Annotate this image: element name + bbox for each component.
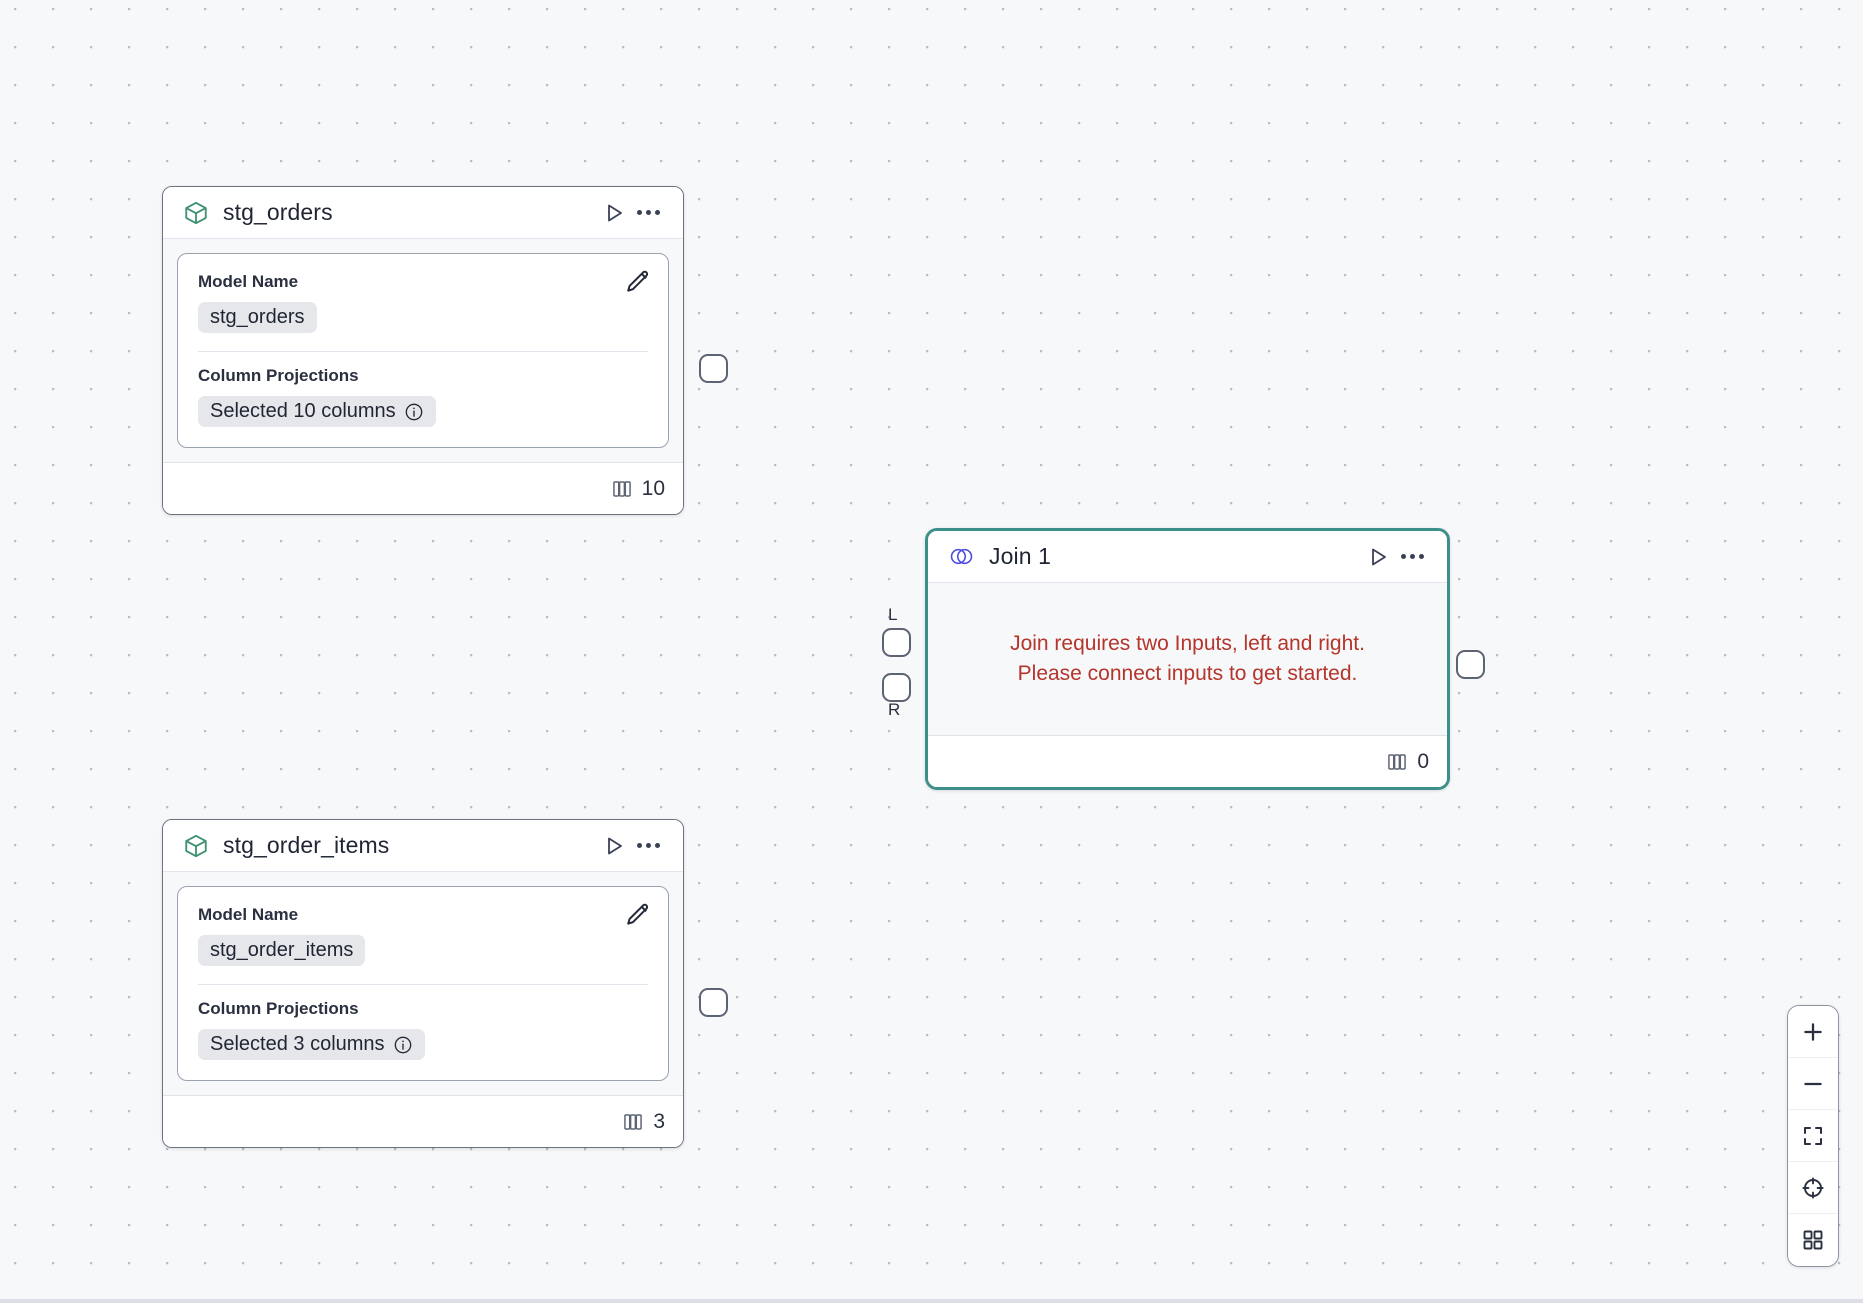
node-join-1[interactable]: Join 1 Join requires two Inputs, left an… (925, 528, 1450, 790)
column-projections-value: Selected 10 columns (210, 400, 396, 422)
node-footer: 0 (928, 735, 1447, 787)
info-icon (405, 403, 423, 420)
input-port-label-left: L (888, 605, 898, 624)
column-count: 3 (653, 1109, 665, 1133)
model-name-label: Model Name (198, 272, 299, 291)
input-port-right[interactable] (882, 673, 911, 702)
more-options-button[interactable] (631, 196, 665, 230)
ellipsis-icon (1400, 554, 1424, 559)
node-body: Model Name stg_orders Column Projections… (163, 239, 683, 462)
fit-view-button[interactable] (1788, 1110, 1838, 1162)
column-projections-chip[interactable]: Selected 3 columns (198, 1029, 425, 1060)
divider (198, 351, 648, 352)
node-title: Join 1 (989, 543, 1051, 569)
fit-view-icon (1804, 1126, 1822, 1145)
node-stg-orders[interactable]: stg_orders Model Name stg_o (162, 186, 684, 515)
node-header: stg_orders (163, 187, 683, 239)
model-config-card: Model Name stg_orders Column Projections… (177, 253, 669, 448)
zoom-out-button[interactable] (1788, 1058, 1838, 1110)
columns-icon (1388, 753, 1407, 770)
join-venn-icon (948, 543, 975, 570)
crosshair-icon (1802, 1176, 1824, 1199)
ellipsis-icon (636, 843, 660, 848)
edit-pencil-icon[interactable] (624, 268, 652, 296)
canvas-controls (1787, 1005, 1839, 1267)
cube-icon (183, 833, 209, 859)
info-icon (394, 1036, 411, 1053)
cube-icon (183, 200, 209, 226)
node-body: Model Name stg_order_items Column Projec… (163, 872, 683, 1095)
node-stg-order-items[interactable]: stg_order_items Model Name (162, 819, 684, 1148)
node-title: stg_orders (223, 199, 333, 225)
toggle-grid-button[interactable] (1788, 1214, 1838, 1266)
ellipsis-icon (636, 210, 660, 215)
model-name-chip[interactable]: stg_orders (198, 302, 317, 333)
edit-pencil-icon[interactable] (624, 901, 652, 929)
join-error-line-1: Join requires two Inputs, left and right… (1010, 631, 1365, 655)
run-button[interactable] (597, 196, 631, 230)
plus-icon (1804, 1022, 1822, 1041)
column-count: 0 (1417, 749, 1429, 773)
run-button[interactable] (597, 829, 631, 863)
input-port-label-right: R (888, 700, 901, 719)
column-count: 10 (641, 476, 665, 500)
model-name-chip[interactable]: stg_order_items (198, 935, 366, 966)
output-port-stg-order-items[interactable] (699, 988, 728, 1017)
node-footer: 3 (163, 1095, 683, 1147)
model-config-card: Model Name stg_order_items Column Projec… (177, 886, 669, 1081)
column-projections-chip[interactable]: Selected 10 columns (198, 396, 436, 427)
column-projections-label: Column Projections (198, 366, 359, 385)
model-name-label: Model Name (198, 905, 299, 924)
join-error-body: Join requires two Inputs, left and right… (928, 583, 1447, 735)
minus-icon (1804, 1082, 1822, 1085)
output-port-join-1[interactable] (1456, 650, 1485, 679)
input-port-left[interactable] (882, 628, 911, 657)
center-view-button[interactable] (1788, 1162, 1838, 1214)
node-title: stg_order_items (223, 832, 390, 858)
join-error-line-2: Please connect inputs to get started. (1017, 662, 1358, 685)
zoom-in-button[interactable] (1788, 1006, 1838, 1058)
column-projections-label: Column Projections (198, 999, 359, 1018)
more-options-button[interactable] (631, 829, 665, 863)
more-options-button[interactable] (1395, 540, 1429, 574)
grid-icon (1803, 1230, 1823, 1250)
columns-icon (612, 480, 631, 497)
column-projections-value: Selected 3 columns (210, 1033, 385, 1055)
node-footer: 10 (163, 462, 683, 514)
output-port-stg-orders[interactable] (699, 354, 728, 383)
divider (198, 984, 648, 985)
run-button[interactable] (1361, 540, 1395, 574)
columns-icon (624, 1113, 643, 1130)
node-header: stg_order_items (163, 820, 683, 872)
node-header: Join 1 (928, 531, 1447, 583)
